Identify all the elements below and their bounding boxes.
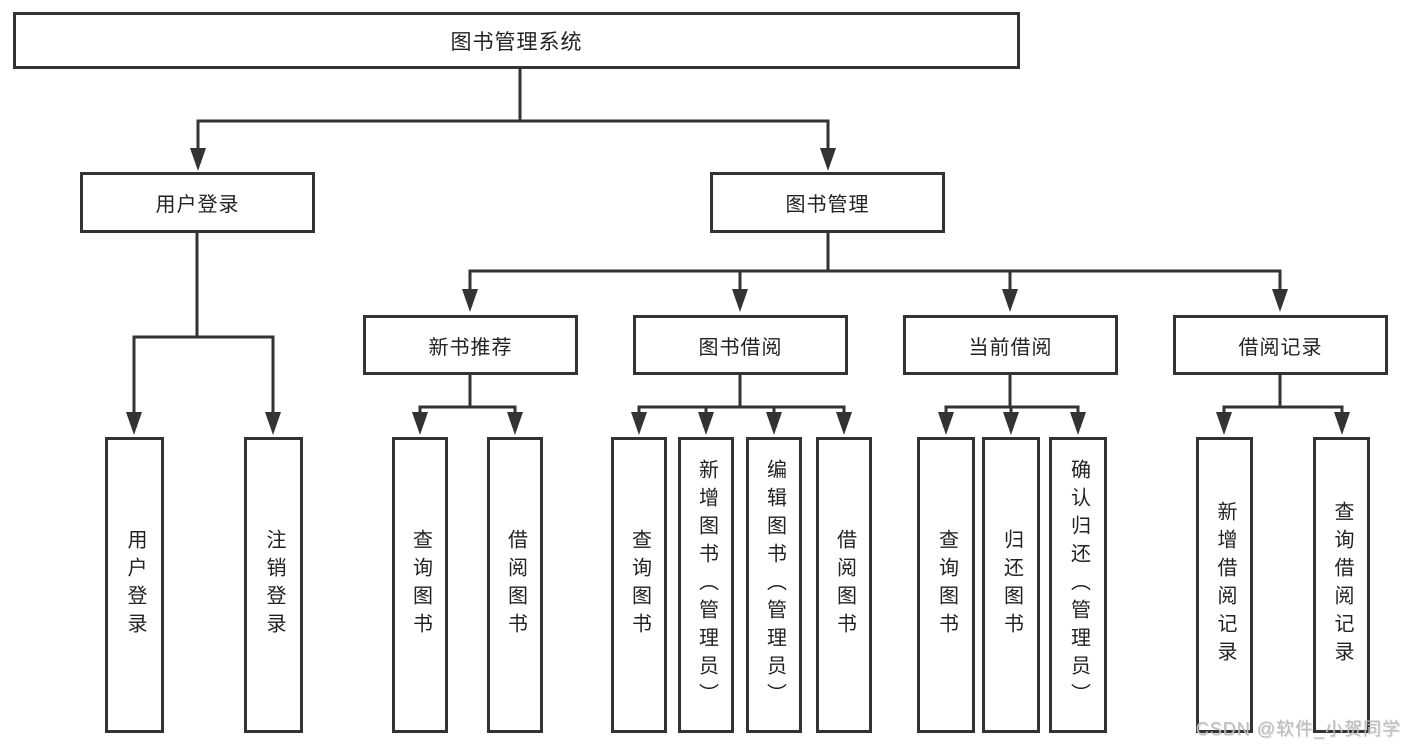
- leaf-confirm-return-admin: 确认归还（管理员）: [1049, 437, 1107, 733]
- node-label: 查询图书: [935, 529, 958, 641]
- leaf-query-borrow-record: 查询借阅记录: [1313, 437, 1370, 733]
- leaf-add-borrow-record: 新增借阅记录: [1196, 437, 1253, 733]
- node-label: 借阅图书: [833, 529, 856, 641]
- node-borrowing-records: 借阅记录: [1173, 315, 1388, 375]
- node-label: 图书管理: [785, 194, 870, 216]
- leaf-add-books-admin: 新增图书（管理员）: [678, 437, 734, 733]
- edge-current-to-leaves: [938, 375, 1086, 435]
- leaf-borrow-books: 借阅图书: [816, 437, 872, 733]
- edge-book-mgmt-to-level3: [462, 232, 1288, 312]
- leaf-user-login: 用户登录: [105, 437, 164, 733]
- node-label: 新增图书（管理员）: [695, 459, 718, 711]
- node-book-borrowing: 图书借阅: [633, 315, 848, 375]
- node-label: 借阅图书: [504, 529, 527, 641]
- node-label: 查询借阅记录: [1331, 501, 1353, 669]
- node-label: 当前借阅: [968, 336, 1053, 359]
- node-label: 查询图书: [628, 529, 651, 641]
- node-label: 注销登录: [263, 529, 285, 641]
- node-user-login: 用户登录: [80, 172, 315, 233]
- node-label: 图书管理系统: [450, 30, 583, 54]
- edge-recommend-to-leaves: [412, 375, 523, 435]
- node-current-borrowing: 当前借阅: [903, 315, 1118, 375]
- leaf-return-books: 归还图书: [982, 437, 1040, 733]
- node-label: 归还图书: [1000, 529, 1023, 641]
- node-label: 借阅记录: [1238, 336, 1323, 359]
- leaf-query-books-borrow: 查询图书: [611, 437, 667, 733]
- node-label: 用户登录: [124, 529, 146, 641]
- edge-user-login-to-leaves: [126, 232, 281, 435]
- node-library-management-system: 图书管理系统: [13, 12, 1020, 69]
- leaf-borrow-books-recommend: 借阅图书: [487, 437, 543, 733]
- edge-borrow-to-leaves: [631, 375, 852, 435]
- leaf-query-books-recommend: 查询图书: [392, 437, 448, 733]
- csdn-watermark: CSDN @软件_小贺同学: [1195, 719, 1401, 739]
- leaf-logout: 注销登录: [244, 437, 303, 733]
- node-book-management: 图书管理: [710, 172, 945, 233]
- node-new-book-recommendation: 新书推荐: [363, 315, 578, 375]
- node-label: 图书借阅: [698, 336, 783, 359]
- edge-records-to-leaves: [1216, 375, 1350, 435]
- leaf-query-books-current: 查询图书: [917, 437, 975, 733]
- node-label: 编辑图书（管理员）: [763, 459, 786, 711]
- leaf-edit-books-admin: 编辑图书（管理员）: [746, 437, 802, 733]
- edge-root-to-level2: [190, 68, 836, 171]
- node-label: 用户登录: [155, 194, 240, 216]
- node-label: 查询图书: [409, 529, 432, 641]
- node-label: 确认归还（管理员）: [1067, 459, 1090, 711]
- node-label: 新书推荐: [428, 336, 513, 359]
- node-label: 新增借阅记录: [1214, 501, 1236, 669]
